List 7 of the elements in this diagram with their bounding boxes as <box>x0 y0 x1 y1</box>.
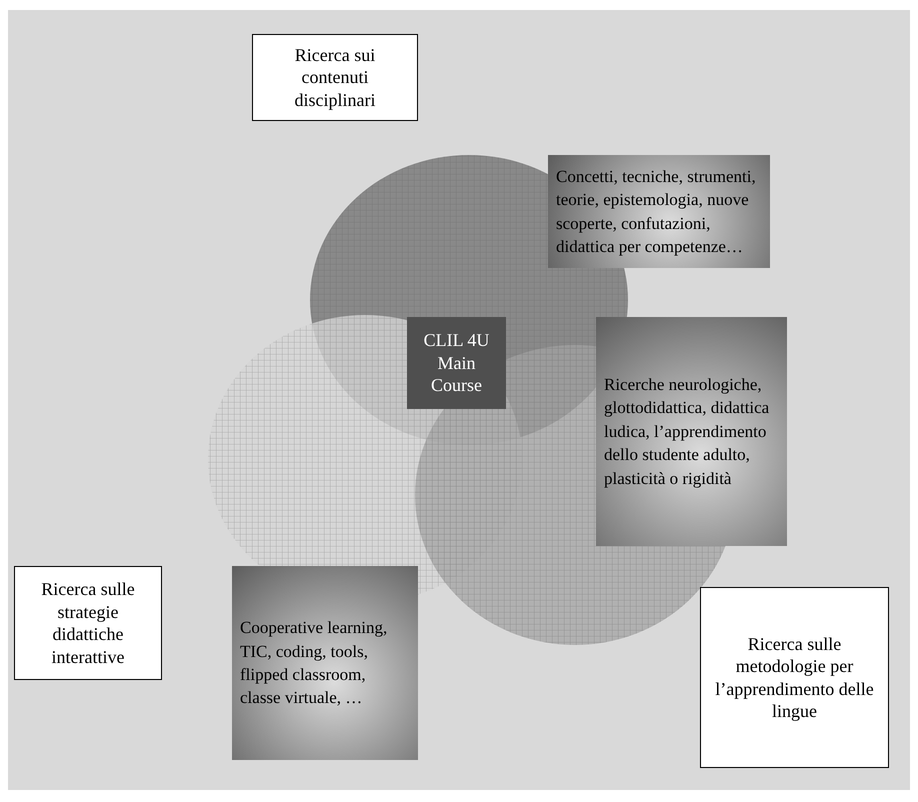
text-box: Ricerca sulle strategie didattiche interattive <box>14 566 162 680</box>
text-box: Ricerca sui contenuti disciplinari <box>252 34 418 121</box>
shaded-text-box: Concetti, tecniche, strumenti, teorie, epistemologia, nuove scoperte, confutazioni, didattica per competenze… <box>548 155 770 268</box>
shaded-text-box: Cooperative learning, TIC, coding, tools, flipped classroom, classe virtuale, … <box>232 566 418 760</box>
center-label-box: CLIL 4U Main Course <box>407 317 506 409</box>
text-box: Ricerca sulle metodologie per l’apprendimento delle lingue <box>700 587 889 768</box>
shaded-text-box: Ricerche neurologiche, glottodidattica, didattica ludica, l’apprendimento dello studente adulto, plasticità o rigidità <box>596 317 787 546</box>
